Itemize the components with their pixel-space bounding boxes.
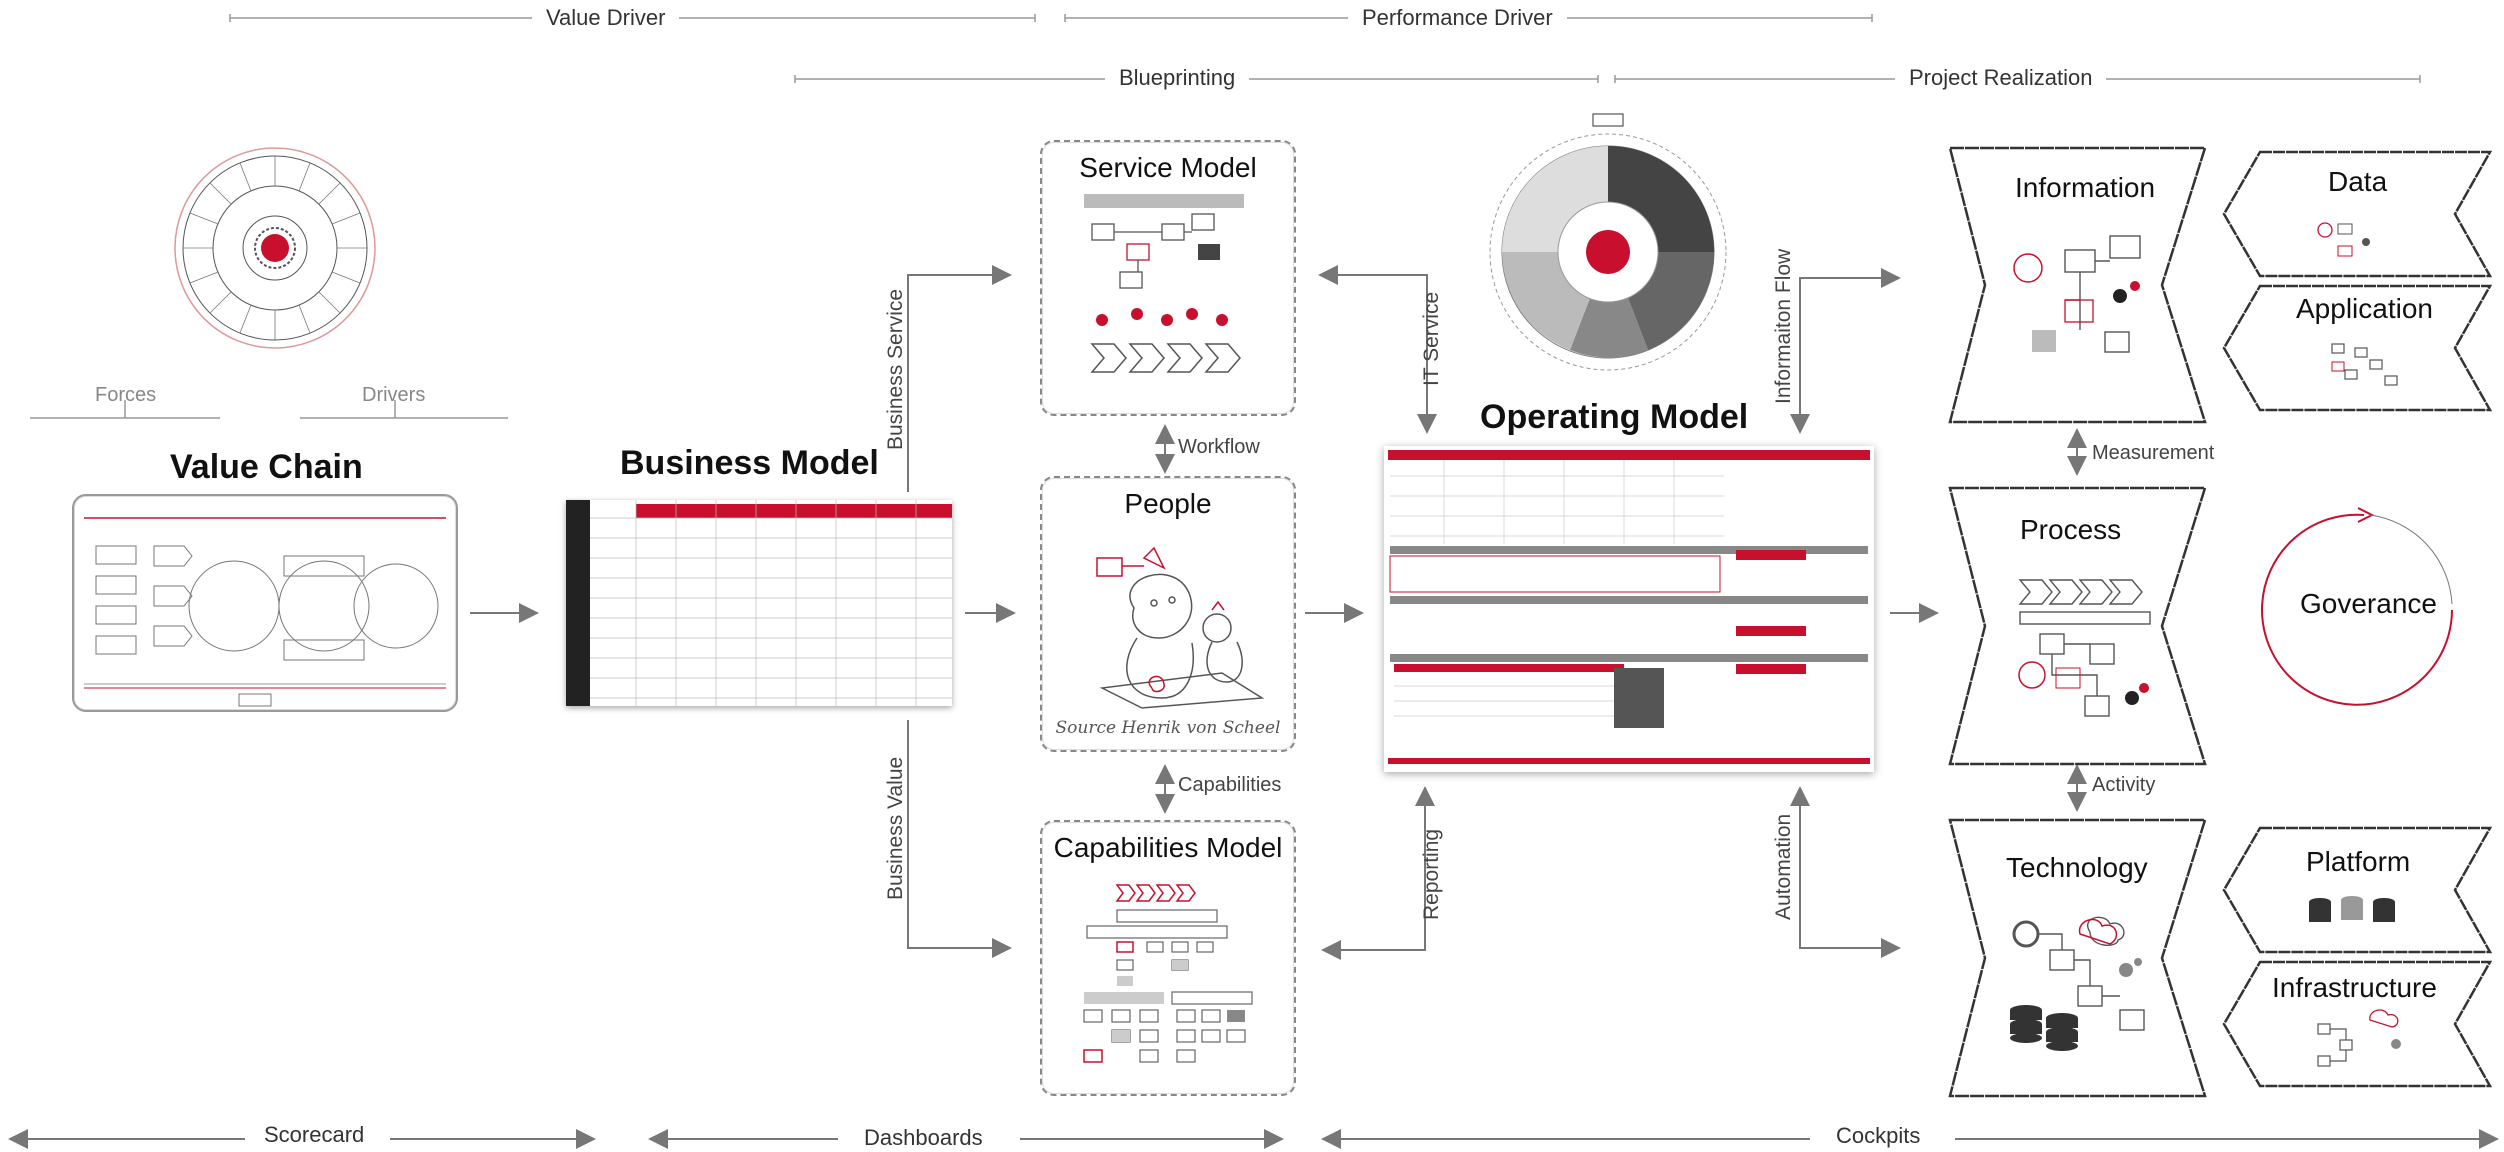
- scorecard-label: Scorecard: [250, 1122, 379, 1148]
- technology-title: Technology: [2006, 852, 2148, 883]
- information-flow-label: Informaiton Flow: [1772, 248, 1795, 404]
- performance-driver-label: Performance Driver: [1348, 5, 1567, 31]
- industry-wheel: [1489, 113, 1727, 371]
- drivers-label: Drivers: [362, 384, 426, 406]
- information-title: Information: [2015, 172, 2156, 203]
- automation-label: Automation: [1772, 813, 1795, 920]
- goverance-cycle: [2261, 507, 2453, 706]
- blueprinting-label: Blueprinting: [1105, 65, 1250, 91]
- technology-chevron: [1948, 818, 2207, 1098]
- platform-chevron: [2222, 826, 2493, 954]
- people-title: People: [1124, 488, 1212, 519]
- data-chevron: [2222, 150, 2493, 278]
- platform-title: Platform: [2306, 846, 2411, 877]
- measurement-label: Measurement: [2092, 442, 2215, 464]
- process-chevron: [1948, 486, 2207, 766]
- cockpits-label: Cockpits: [1822, 1123, 1935, 1149]
- service-model-title: Service Model: [1079, 152, 1257, 183]
- business-service-label: Business Service: [884, 288, 907, 450]
- forces-label: Forces: [95, 384, 157, 406]
- infrastructure-title: Infrastructure: [2272, 972, 2437, 1003]
- value-chain-canvas: [72, 494, 458, 712]
- capabilities-model-title: Capabilities Model: [1053, 832, 1283, 863]
- goverance-title: Goverance: [2300, 588, 2437, 619]
- capabilities-label: Capabilities: [1178, 774, 1282, 796]
- capabilities-model-card: Capabilities Model: [1040, 820, 1296, 1096]
- operating-model-title: Operating Model: [1480, 398, 1749, 436]
- infrastructure-chevron: [2222, 960, 2493, 1088]
- workflow-label: Workflow: [1178, 436, 1260, 458]
- value-chain-title: Value Chain: [170, 448, 363, 486]
- business-model-table: [566, 500, 952, 706]
- dashboards-label: Dashboards: [850, 1125, 997, 1151]
- project-realization-label: Project Realization: [1895, 65, 2107, 91]
- value-driver-label: Value Driver: [532, 5, 680, 31]
- business-model-title: Business Model: [620, 444, 879, 482]
- process-title: Process: [2020, 514, 2122, 545]
- people-sketch-icon: [1096, 546, 1265, 709]
- reporting-label: Reporting: [1420, 828, 1443, 920]
- information-chevron: [1948, 146, 2207, 424]
- source-credit: Source Henrik von Scheel: [1055, 718, 1281, 738]
- people-card: People Source Henrik von Scheel: [1040, 476, 1296, 752]
- service-model-card: Service Model: [1040, 140, 1296, 416]
- value-driver-wheel: [174, 147, 376, 349]
- application-chevron: [2222, 284, 2493, 412]
- business-value-label: Business Value: [884, 756, 907, 900]
- it-service-label: IT Service: [1420, 291, 1443, 386]
- activity-label: Activity: [2092, 774, 2156, 796]
- application-title: Application: [2296, 293, 2433, 324]
- data-title: Data: [2328, 166, 2388, 197]
- operating-model-canvas: [1384, 446, 1874, 772]
